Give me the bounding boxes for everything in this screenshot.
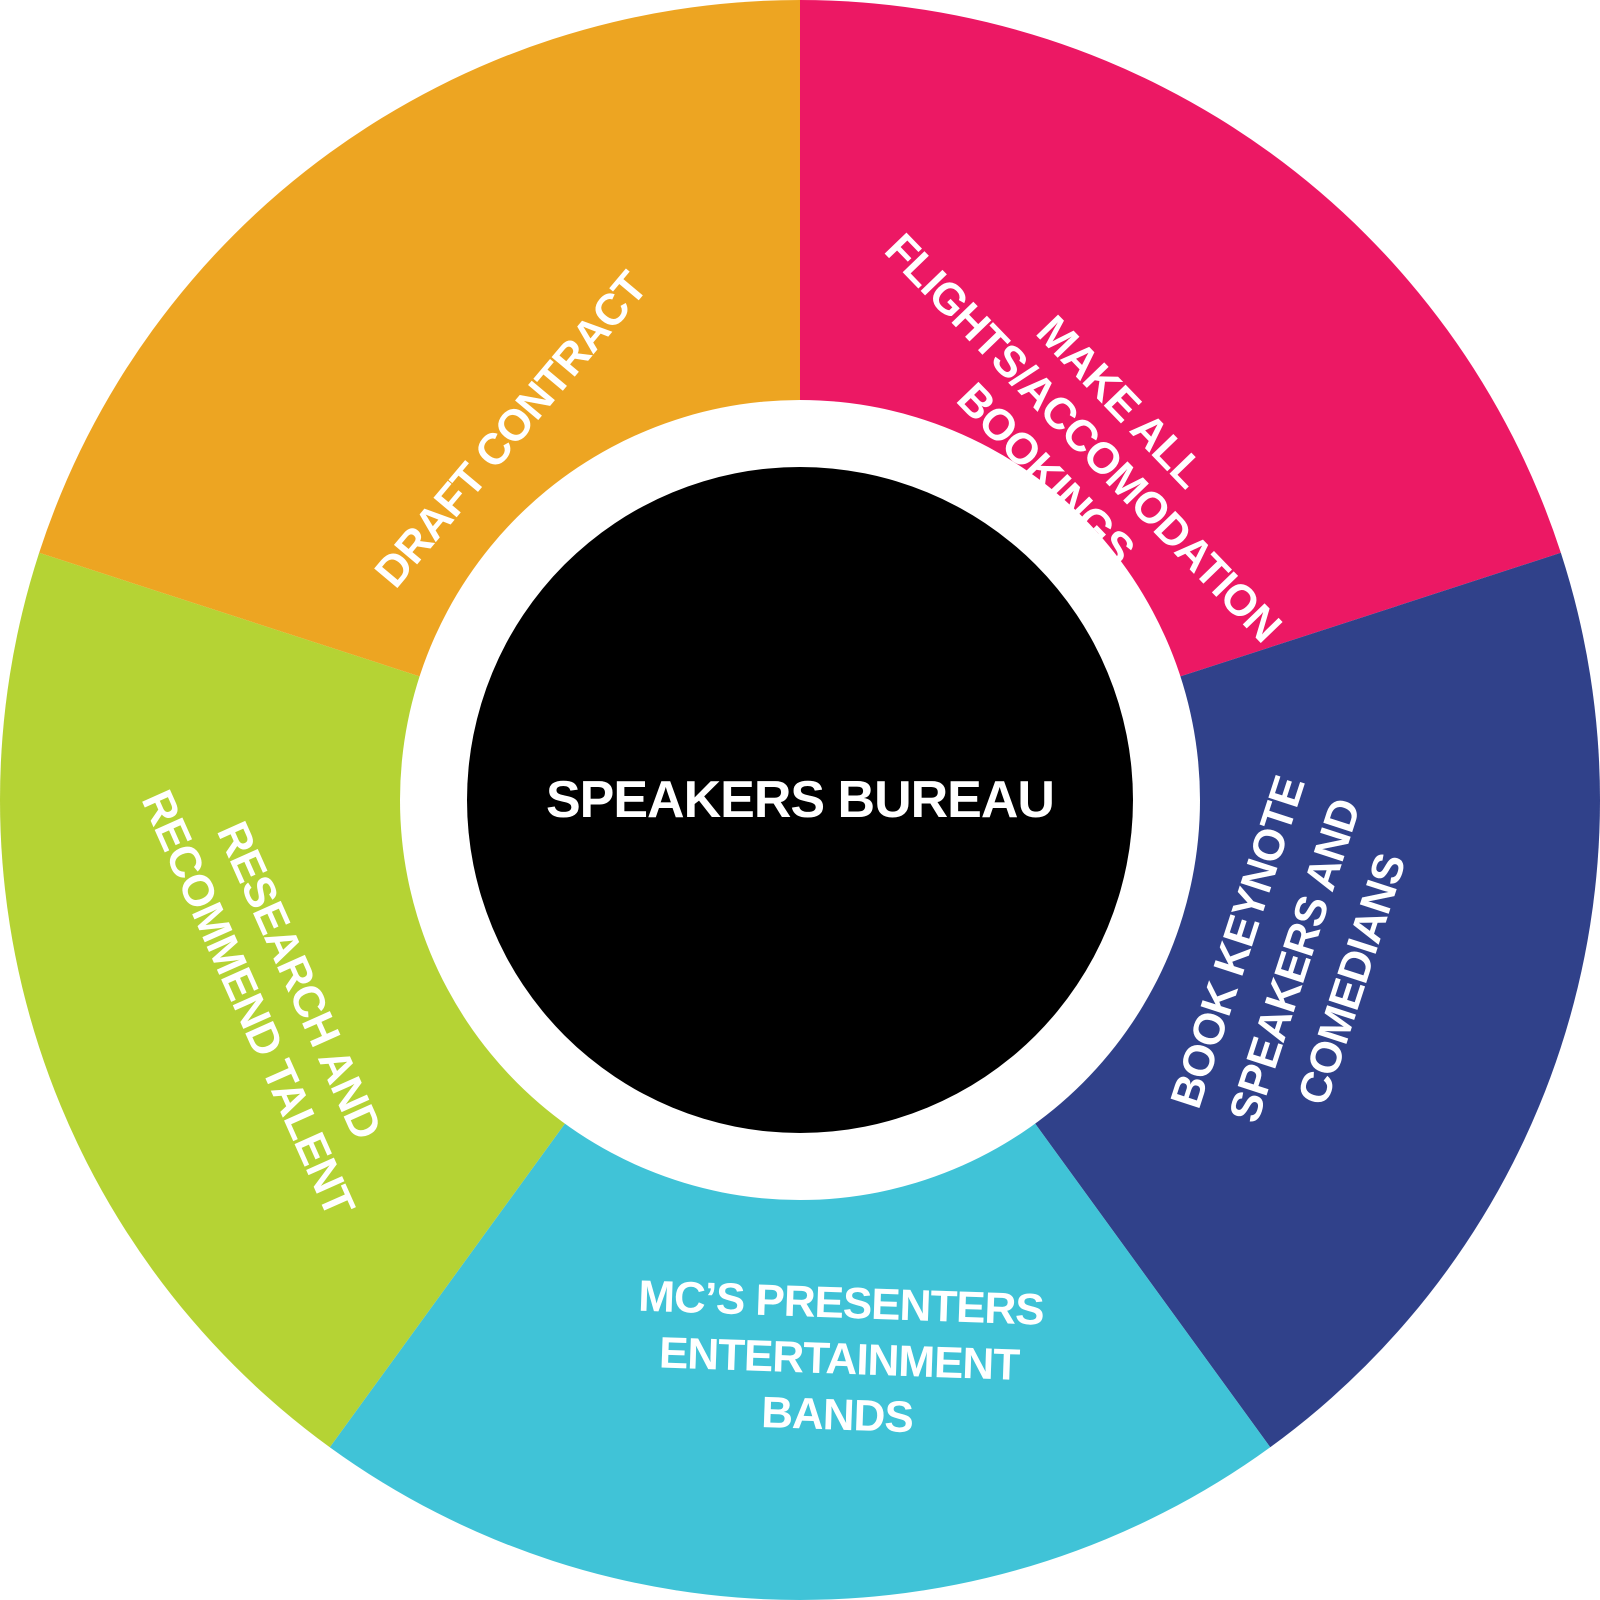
center-disc (467, 467, 1133, 1133)
center-label: SPEAKERS BUREAU (546, 771, 1054, 829)
segment-label-line: BANDS (761, 1388, 914, 1442)
